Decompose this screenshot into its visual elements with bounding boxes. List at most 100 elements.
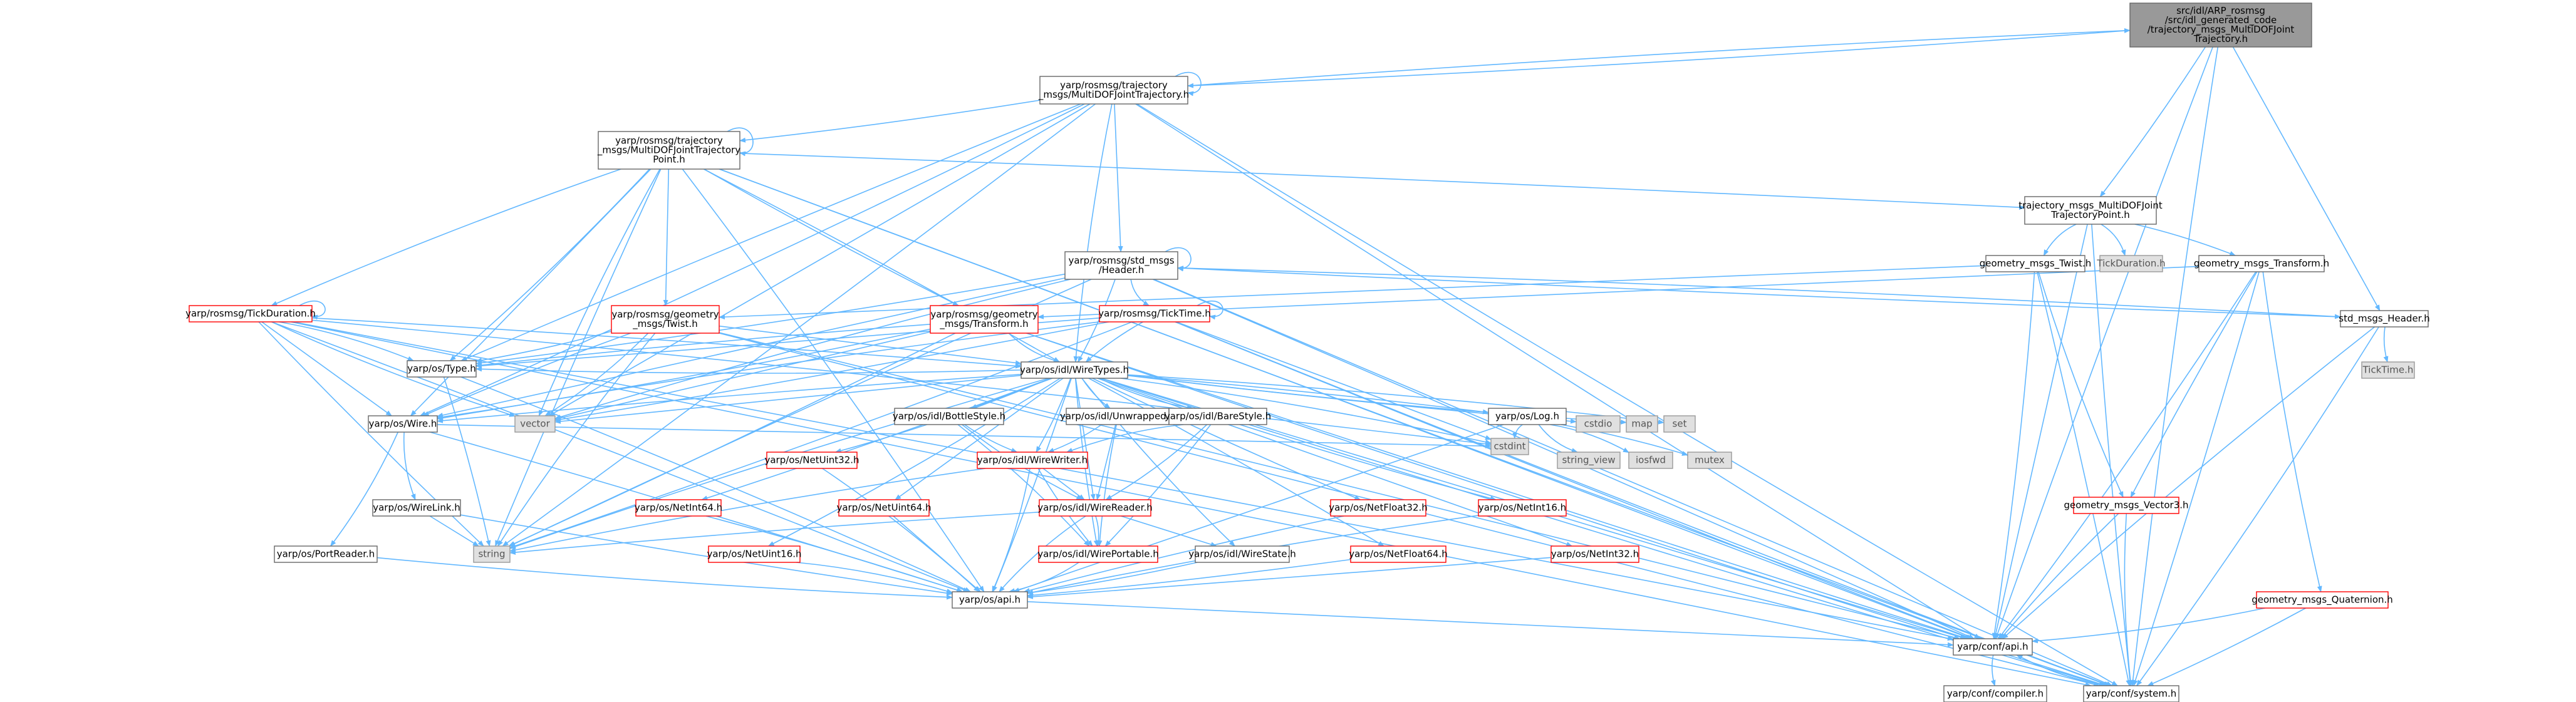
node-tmdjtp[interactable]: trajectory_msgs_MultiDOFJointTrajectoryP…: [2018, 196, 2163, 225]
node-label-line: yarp/rosmsg/TickTime.h: [1098, 308, 1210, 319]
node-vec3[interactable]: geometry_msgs_Vector3.h: [2064, 497, 2189, 514]
node-ticktimegray[interactable]: TickTime.h: [2361, 361, 2415, 379]
node-label-line: string: [478, 549, 505, 560]
edge-quat-to-system: [2147, 607, 2306, 686]
edge-log-to-osapi: [1013, 424, 1504, 592]
node-wire[interactable]: yarp/os/Wire.h: [368, 415, 438, 433]
node-stdmsghdr[interactable]: std_msgs_Header.h: [2339, 310, 2430, 328]
node-unwrapped[interactable]: yarp/os/idl/Unwrapped.h: [1060, 408, 1175, 425]
node-iosfwd[interactable]: iosfwd: [1628, 452, 1673, 469]
node-label-line: cstdint: [1493, 441, 1525, 452]
node-quat[interactable]: geometry_msgs_Quaternion.h: [2251, 591, 2393, 609]
node-box: [2099, 255, 2163, 272]
node-label-line: yarp/os/NetFloat64.h: [1349, 549, 1448, 560]
node-vector[interactable]: vector: [514, 415, 556, 433]
edge-rtrans-to-string: [508, 333, 956, 547]
edge-mdjt-to-wire: [419, 103, 1085, 416]
node-set[interactable]: set: [1663, 415, 1696, 433]
edge-wiretypes-to-wirewriter: [1036, 378, 1071, 453]
node-log[interactable]: yarp/os/Log.h: [1488, 408, 1567, 425]
node-tickdur[interactable]: yarp/rosmsg/TickDuration.h: [185, 305, 316, 323]
node-box: [1099, 305, 1210, 323]
node-label-line: yarp/os/Log.h: [1495, 411, 1559, 422]
node-map[interactable]: map: [1626, 415, 1658, 433]
node-box: [766, 452, 858, 469]
node-barestyle[interactable]: yarp/os/idl/BareStyle.h: [1165, 408, 1271, 425]
edge-log-to-cstdint: [1512, 424, 1523, 439]
node-compiler[interactable]: yarp/conf/compiler.h: [1943, 685, 2047, 702]
node-label-line: yarp/os/WireLink.h: [373, 502, 460, 514]
edge-tmdjtp-to-gtwist: [2043, 224, 2077, 256]
node-stdhdr[interactable]: yarp/rosmsg/std_msgs/Header.h: [1064, 251, 1178, 280]
node-netuint64[interactable]: yarp/os/NetUint64.h: [836, 499, 932, 517]
node-box: [2198, 255, 2325, 272]
node-netint64[interactable]: yarp/os/NetInt64.h: [635, 499, 722, 517]
edge-wiretypes-to-log: [1127, 374, 1489, 415]
node-mdjtp[interactable]: yarp/rosmsg/trajectory_msgs/MultiDOFJoin…: [597, 131, 740, 170]
node-type[interactable]: yarp/os/Type.h: [407, 360, 477, 378]
node-rtrans[interactable]: yarp/rosmsg/geometry_msgs/Transform.h: [930, 305, 1039, 334]
node-netint16[interactable]: yarp/os/NetInt16.h: [1478, 499, 1567, 517]
node-label-line: yarp/os/idl/Unwrapped.h: [1060, 411, 1175, 422]
node-confapi[interactable]: yarp/conf/api.h: [1953, 638, 2033, 656]
node-mdjt[interactable]: yarp/rosmsg/trajectory_msgs/MultiDOFJoin…: [1038, 76, 1189, 105]
node-osapi[interactable]: yarp/os/api.h: [952, 591, 1028, 609]
node-box: [2024, 196, 2157, 225]
node-label-line: /trajectory_msgs_MultiDOFJoint: [2148, 24, 2295, 36]
node-stringview[interactable]: string_view: [1557, 452, 1621, 469]
edge-log-to-iosfwd: [1550, 424, 1629, 453]
node-wireportable[interactable]: yarp/os/idl/WirePortable.h: [1037, 545, 1159, 563]
node-box: [1488, 408, 1567, 425]
edge-rtrans-to-wire: [437, 328, 931, 420]
node-netuint16[interactable]: yarp/os/NetUint16.h: [707, 545, 802, 563]
edge-stdmsghdr-to-ticktimegray: [2383, 326, 2389, 363]
edge-wiretypes-to-wirereader: [1075, 378, 1096, 500]
node-netint32[interactable]: yarp/os/NetInt32.h: [1550, 545, 1639, 563]
node-netuint32[interactable]: yarp/os/NetUint32.h: [764, 452, 860, 469]
node-box: [952, 591, 1028, 609]
edge-rtwist-to-wiretypes: [719, 325, 1022, 366]
node-box: [1687, 452, 1732, 469]
edge-vec3-to-system: [2124, 513, 2133, 686]
node-root[interactable]: src/idl/ARP_rosmsg/src/idl_generated_cod…: [2129, 3, 2312, 48]
node-label-line: TickTime.h: [2362, 364, 2414, 376]
node-netfloat32[interactable]: yarp/os/NetFloat32.h: [1329, 499, 1428, 517]
node-cstdint[interactable]: cstdint: [1490, 438, 1529, 455]
edge-barestyle-to-wireportable: [1104, 424, 1212, 547]
node-system[interactable]: yarp/conf/system.h: [2083, 685, 2179, 702]
node-label-line: yarp/conf/compiler.h: [1947, 688, 2044, 699]
node-tickdurgray[interactable]: TickDuration.h: [2096, 255, 2166, 272]
node-wiretypes[interactable]: yarp/os/idl/WireTypes.h: [1020, 361, 1129, 379]
node-wirestate[interactable]: yarp/os/idl/WireState.h: [1188, 545, 1296, 563]
node-gtrans[interactable]: geometry_msgs_Transform.h: [2194, 255, 2329, 272]
edge-wiretypes-to-netfloat64: [1088, 378, 1384, 547]
edge-gtwist-to-vec3: [2038, 271, 2124, 498]
node-box: [598, 131, 740, 170]
node-box: [1039, 76, 1188, 105]
edge-wire-to-wirelink: [403, 431, 416, 500]
node-wirereader[interactable]: yarp/os/idl/WireReader.h: [1037, 499, 1153, 517]
node-bottlestyle[interactable]: yarp/os/idl/BottleStyle.h: [893, 408, 1005, 425]
node-string[interactable]: string: [473, 545, 511, 563]
node-mutex[interactable]: mutex: [1687, 452, 1732, 469]
edge-tickdur-to-cstdint: [311, 319, 1492, 446]
node-box: [2256, 591, 2389, 609]
edge-wiretypes-to-netuint16: [767, 378, 1061, 547]
edge-mdjtp-to-vector: [538, 168, 660, 416]
node-wirelink[interactable]: yarp/os/WireLink.h: [372, 499, 461, 517]
node-ticktime[interactable]: yarp/rosmsg/TickTime.h: [1098, 305, 1211, 323]
node-box: [1330, 499, 1426, 517]
edge-wiretypes-to-wire: [437, 374, 1022, 423]
edge-wireportable-to-osapi: [1008, 562, 1079, 594]
node-rtwist[interactable]: yarp/rosmsg/geometry_msgs/Twist.h: [611, 305, 720, 334]
node-portreader[interactable]: yarp/os/PortReader.h: [274, 545, 378, 563]
node-wirewriter[interactable]: yarp/os/idl/WireWriter.h: [977, 452, 1088, 469]
node-box: [1985, 255, 2085, 272]
node-gtwist[interactable]: geometry_msgs_Twist.h: [1980, 255, 2092, 272]
node-cstdio[interactable]: cstdio: [1576, 415, 1621, 433]
node-label-line: _msgs/MultiDOFJointTrajectory.h: [1038, 89, 1189, 101]
edge-quat-to-confapi: [2032, 607, 2265, 644]
node-label-line: _msgs/MultiDOFJointTrajectory: [597, 145, 740, 157]
node-netfloat64[interactable]: yarp/os/NetFloat64.h: [1349, 545, 1448, 563]
edge-mdjt-to-string: [502, 103, 1096, 547]
